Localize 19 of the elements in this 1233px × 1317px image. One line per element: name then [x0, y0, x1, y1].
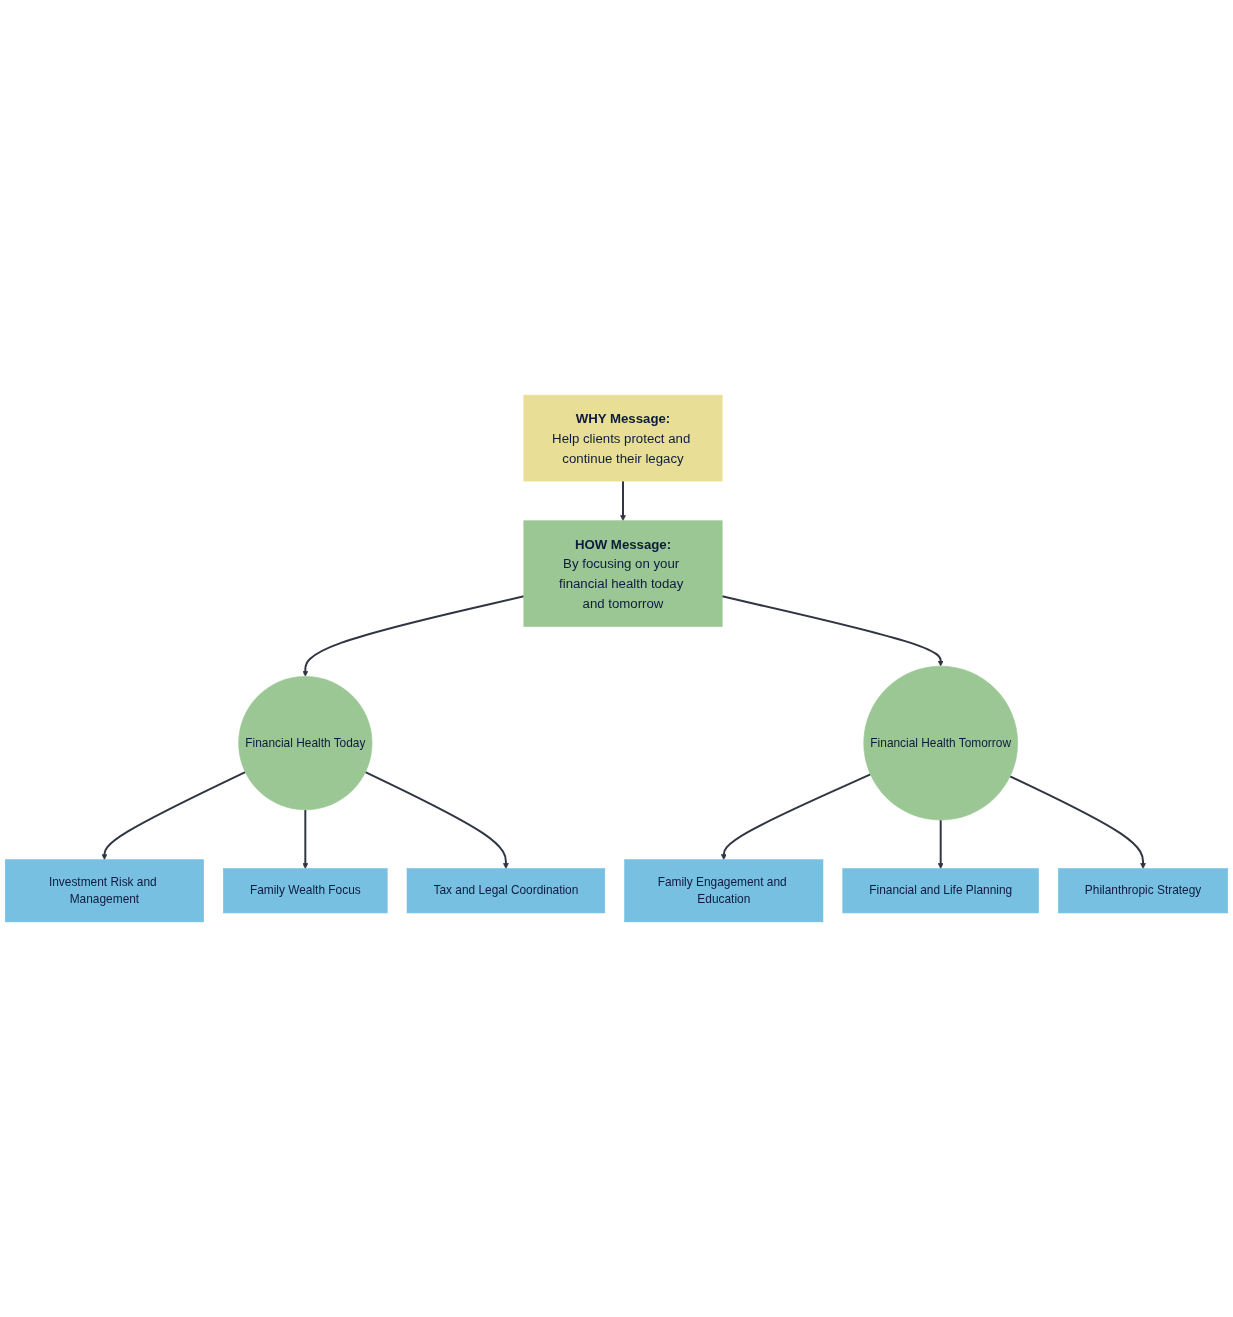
- node-box: Philanthropic Strategy: [1058, 868, 1229, 914]
- node-box: Financial and Life Planning: [842, 868, 1039, 914]
- arrow: [302, 595, 525, 677]
- node-box: Tax and Legal Coordination: [406, 868, 606, 914]
- node-box: Investment Risk and Management: [4, 859, 204, 923]
- arrow: [620, 480, 626, 521]
- node-box: WHY Message: Help clients protect and continue their legacy: [523, 394, 723, 482]
- arrow: [101, 771, 247, 860]
- arrow: [1009, 775, 1146, 869]
- node-box: HOW Message: By focusing on your financial health today and tomorrow: [523, 520, 723, 627]
- arrow: [937, 819, 944, 869]
- arrow: [302, 808, 309, 869]
- node-box: Family Wealth Focus: [223, 868, 388, 914]
- node-box: Family Engagement and Education: [624, 859, 824, 923]
- node-circle: Financial Health Today: [238, 676, 373, 811]
- node-circle: Financial Health Tomorrow: [863, 665, 1018, 821]
- arrow: [720, 773, 872, 860]
- arrow: [364, 771, 509, 869]
- arrow: [721, 595, 944, 667]
